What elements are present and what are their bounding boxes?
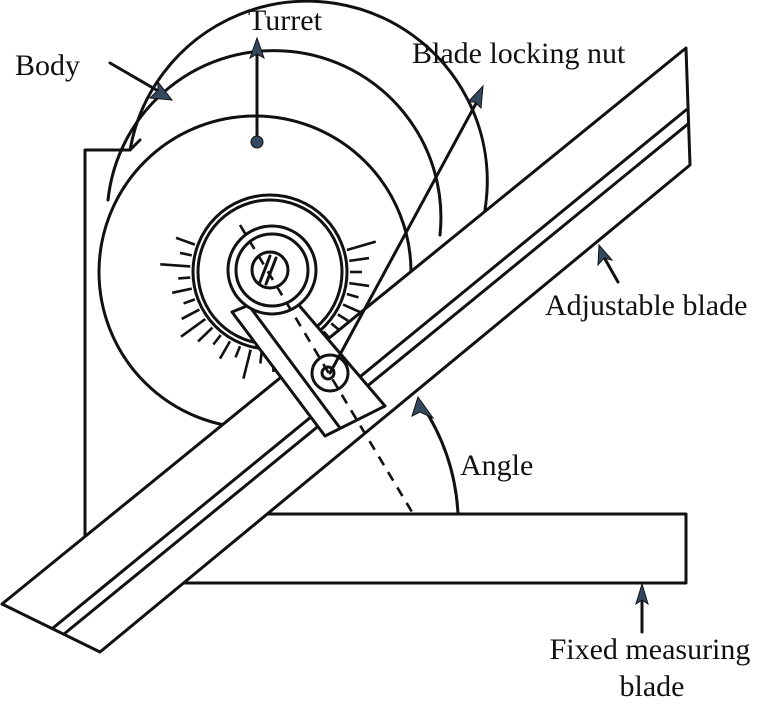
locking-arm (226, 224, 387, 438)
label-blade-locking-nut: Blade locking nut (412, 37, 626, 70)
scale-tick (175, 236, 196, 246)
label-body: Body (15, 49, 80, 82)
blade-groove-line-2 (62, 122, 690, 636)
scale-tick (349, 281, 370, 288)
scale-tick (212, 334, 222, 346)
fixed-measuring-blade (178, 512, 688, 585)
body-middle-ring (106, 49, 443, 237)
turret-arrowhead-icon (249, 36, 265, 60)
label-angle: Angle (460, 449, 533, 482)
scale-tick (197, 326, 214, 343)
label-turret: Turret (248, 4, 323, 37)
scale-tick (218, 340, 232, 360)
scale-tick (183, 298, 196, 305)
scale-tick (160, 263, 191, 268)
adjustable-arrowhead-icon (597, 243, 614, 267)
scale-tick (178, 276, 191, 280)
label-fixed-blade-line2: blade (620, 670, 685, 703)
body-frame (83, 138, 142, 537)
label-fixed-blade-line1: Fixed measuring (550, 633, 751, 666)
scale-tick (181, 308, 200, 321)
scale-tick (346, 240, 377, 252)
body-arrowhead-icon (148, 80, 174, 101)
adjustable-blade (0, 46, 692, 654)
reference-dashed-line (238, 224, 414, 513)
blade-groove-line-1 (51, 108, 688, 630)
scale-tick (242, 349, 252, 380)
blade-locking-nut (310, 353, 350, 393)
scale-tick (179, 251, 193, 257)
scale-tick (180, 317, 207, 338)
scale-tick (234, 345, 242, 358)
angle-arc (420, 403, 460, 516)
scale-tick (337, 313, 349, 322)
label-adjustable-blade: Adjustable blade (545, 289, 747, 322)
scale-tick (349, 256, 370, 263)
angle-arrowhead-icon (411, 395, 435, 420)
scale-tick (171, 287, 193, 295)
fixed-arrowhead-icon (635, 582, 649, 606)
turret-dot (250, 135, 264, 149)
scale-tick (346, 292, 359, 299)
nut-arrowhead-icon (466, 84, 484, 110)
leader-arrows (108, 36, 649, 634)
